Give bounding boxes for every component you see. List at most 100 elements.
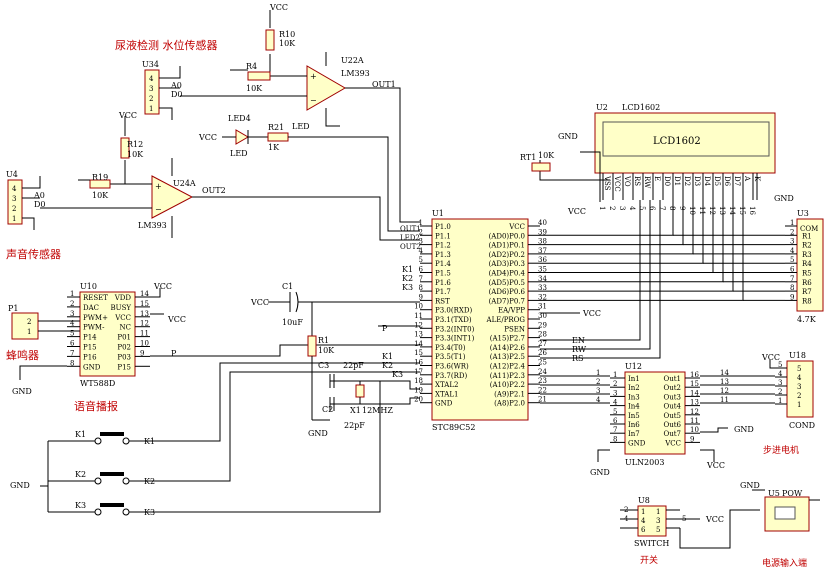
u1-pin-name: XTAL1 [435, 390, 458, 398]
svg-text:U34: U34 [142, 60, 159, 69]
u12-pin-num: 7 [613, 426, 617, 434]
switch-u8: U8 SWITCH 1 4 6 1 3 5 2 4 5 [624, 496, 686, 548]
u12-out-num: 11 [720, 396, 729, 404]
u1-pin-num: 36 [538, 256, 547, 264]
u3-pin-name: R7 [802, 288, 812, 296]
u1-pin-name: (A11)P2.3 [490, 372, 525, 380]
svg-text:4: 4 [12, 185, 17, 193]
u12-in-num: 4 [596, 396, 601, 404]
svg-text:6: 6 [641, 526, 646, 534]
u3-pin-num: 6 [790, 266, 795, 274]
u12-pin-num: 9 [690, 435, 694, 443]
lcd-pin-label: VO [623, 175, 631, 187]
key-ref: K1 [75, 430, 86, 439]
svg-text:4.7K: 4.7K [797, 315, 817, 324]
u10-pin-num: 7 [70, 349, 74, 357]
u10-pin-name: RESET [83, 294, 108, 302]
u1-pin-name: (AD5)P0.5 [489, 279, 525, 287]
vcc-label-r12: VCC [118, 111, 137, 120]
lcd-pin-label: RS [633, 176, 641, 186]
u22-ref: U22A [341, 56, 364, 65]
svg-text:LED4: LED4 [228, 114, 251, 123]
lcd-pin-label: D3 [693, 176, 701, 186]
u1-pin-num: 7 [419, 275, 423, 283]
svg-text:1: 1 [641, 508, 645, 516]
u1-pin-name: (AD4)P0.4 [489, 270, 526, 278]
net-k2-b: K2 [382, 361, 393, 370]
connector-u34: U34 4 3 2 1 A0 D0 [142, 60, 183, 115]
u3-pin-name: R8 [802, 297, 812, 305]
u3-pin-name: R6 [802, 279, 812, 287]
u1-pin-name: ALE/PROG [486, 316, 526, 324]
u3-pin-num: 7 [790, 275, 794, 283]
svg-text:U3: U3 [797, 209, 809, 218]
lcd-pin-number: 15 [738, 206, 746, 215]
u18-pin-num: 2 [778, 388, 782, 396]
svg-text:10K: 10K [127, 150, 144, 159]
vcc-label-u12: VCC [706, 461, 725, 470]
svg-text:22pF: 22pF [343, 361, 364, 370]
u1-pin-num: 14 [414, 340, 423, 348]
title-buzzer: 蜂鸣器 [6, 348, 39, 362]
led4: LED4 LED [228, 114, 251, 158]
u1-pin-num: 31 [538, 303, 547, 311]
u10-pin-name: P14 [83, 334, 97, 342]
vcc-label-u10b: VCC [167, 315, 186, 324]
u1-pin-num: 19 [414, 386, 423, 394]
key-actuator-K2 [100, 472, 124, 476]
bus-line [540, 200, 714, 273]
svg-text:1: 1 [12, 215, 16, 223]
svg-text:22pF: 22pF [344, 421, 365, 430]
u12-pin-num: 10 [690, 426, 699, 434]
connector-u4: U4 4 3 2 1 A0 D0 [6, 170, 46, 225]
svg-text:POW: POW [782, 489, 803, 498]
resistor-r1: R1 10K [307, 335, 335, 357]
u1-pin-num: 32 [538, 293, 547, 301]
u3-pin-num: 1 [790, 219, 794, 227]
u1-pin-name: (A12)P2.4 [490, 363, 526, 371]
lcd-pin-label: RW [643, 176, 651, 189]
u12-pin-num: 14 [690, 389, 699, 397]
u1-pin-num: 24 [538, 368, 547, 376]
u1-pin-num: 40 [538, 219, 547, 227]
u10-pin-name: GND [83, 363, 101, 371]
svg-text:C3: C3 [318, 361, 329, 370]
u1-pin-num: 4 [419, 247, 424, 255]
u12-out-num: 12 [720, 387, 729, 395]
u12-pin-name: In3 [628, 393, 640, 401]
u12-pin-name: In5 [628, 412, 640, 420]
gnd-label-xtal: GND [308, 429, 328, 438]
svg-text:1: 1 [149, 105, 153, 113]
u3-pin-num: 2 [790, 228, 794, 236]
buzzer-p1: P1 2 1 [8, 304, 39, 340]
u1-pin-num: 35 [538, 266, 547, 274]
svg-text:1: 1 [27, 328, 31, 336]
key-contact [122, 437, 130, 445]
u1-pin-name: P3.7(RD) [435, 372, 467, 380]
u1-pin-name: PSEN [504, 325, 525, 333]
key-contact [122, 508, 130, 516]
u1-pin-name: (AD0)P0.0 [489, 232, 525, 240]
svg-text:U2: U2 [596, 103, 608, 112]
u1-pin-name: (A10)P2.2 [490, 381, 525, 389]
u1-pin-name: (AD7)P0.7 [489, 297, 525, 305]
power-jack-u5: U5 POW [764, 489, 810, 532]
svg-text:10K: 10K [318, 346, 335, 355]
u18-pin-num: 1 [778, 397, 782, 405]
u12-pin-name: In2 [628, 384, 640, 392]
u12-pin-num: 4 [613, 399, 618, 407]
u1-pin-name: (AD3)P0.3 [489, 260, 525, 268]
u10-pin-name: P15 [83, 344, 97, 352]
svg-text:2: 2 [149, 95, 153, 103]
svg-text:1K: 1K [268, 143, 280, 152]
u18-pin-name: 1 [797, 401, 801, 409]
title-stepper: 步进电机 [763, 444, 799, 456]
u10-pin-num: 5 [70, 330, 74, 338]
u1-pin-num: 2 [419, 228, 423, 236]
svg-text:P1: P1 [8, 304, 18, 313]
svg-text:U4: U4 [6, 170, 18, 179]
u1-pin-num: 5 [419, 256, 423, 264]
svg-text:STC89C52: STC89C52 [432, 423, 475, 432]
svg-text:WT588D: WT588D [80, 379, 115, 388]
